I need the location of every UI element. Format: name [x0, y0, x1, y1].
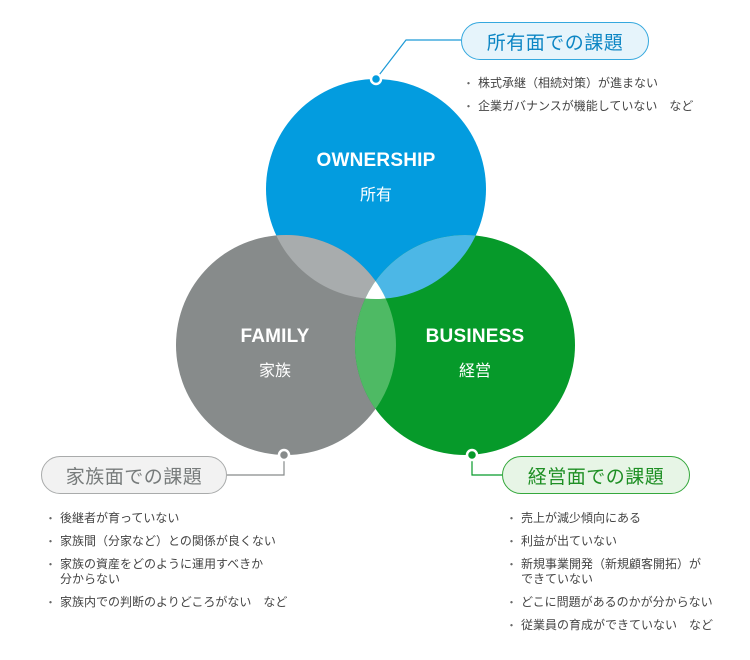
business-label: BUSINESS 経営: [375, 326, 575, 381]
ownership-family-overlap: [266, 235, 396, 299]
list-item: 企業ガバナンスが機能していない など: [463, 99, 693, 114]
business-connector-dot: [465, 448, 479, 462]
list-item: 新規事業開発（新規顧客開拓）が できていない: [506, 557, 713, 587]
family-connector-dot: [277, 448, 291, 462]
family-issues-list: 後継者が育っていない 家族間（分家など）との関係が良くない 家族の資産をどのよう…: [45, 511, 287, 618]
ownership-connector-line: [375, 39, 461, 80]
business-issues-heading: 経営面での課題: [502, 456, 690, 494]
list-item: 家族間（分家など）との関係が良くない: [45, 534, 287, 549]
ownership-title: OWNERSHIP: [316, 150, 436, 171]
ownership-issues-list: 株式承継（相続対策）が進まない 企業ガバナンスが機能していない など: [463, 76, 693, 122]
list-item: 株式承継（相続対策）が進まない: [463, 76, 693, 91]
business-issues-list: 売上が減少傾向にある 利益が出ていない 新規事業開発（新規顧客開拓）が できてい…: [506, 511, 713, 641]
list-item: 利益が出ていない: [506, 534, 713, 549]
list-item: 家族内での判断のよりどころがない など: [45, 595, 287, 610]
business-title: BUSINESS: [425, 326, 525, 347]
list-item: 後継者が育っていない: [45, 511, 287, 526]
ownership-label: OWNERSHIP 所有: [276, 150, 476, 205]
business-connector-line: [471, 455, 502, 476]
family-title: FAMILY: [240, 326, 310, 347]
list-item: 従業員の育成ができていない など: [506, 618, 713, 633]
family-subtitle: 家族: [258, 361, 291, 380]
ownership-subtitle: 所有: [359, 185, 392, 204]
family-connector-line: [227, 455, 285, 476]
list-item: どこに問題があるのかが分からない: [506, 595, 713, 610]
ownership-business-overlap: [355, 235, 486, 299]
business-subtitle: 経営: [458, 361, 491, 380]
ownership-issues-heading: 所有面での課題: [461, 22, 649, 60]
family-label: FAMILY 家族: [175, 326, 375, 381]
list-item: 売上が減少傾向にある: [506, 511, 713, 526]
list-item: 家族の資産をどのように運用すべきか 分からない: [45, 557, 287, 587]
ownership-connector-dot: [369, 72, 383, 86]
family-issues-heading: 家族面での課題: [41, 456, 227, 494]
